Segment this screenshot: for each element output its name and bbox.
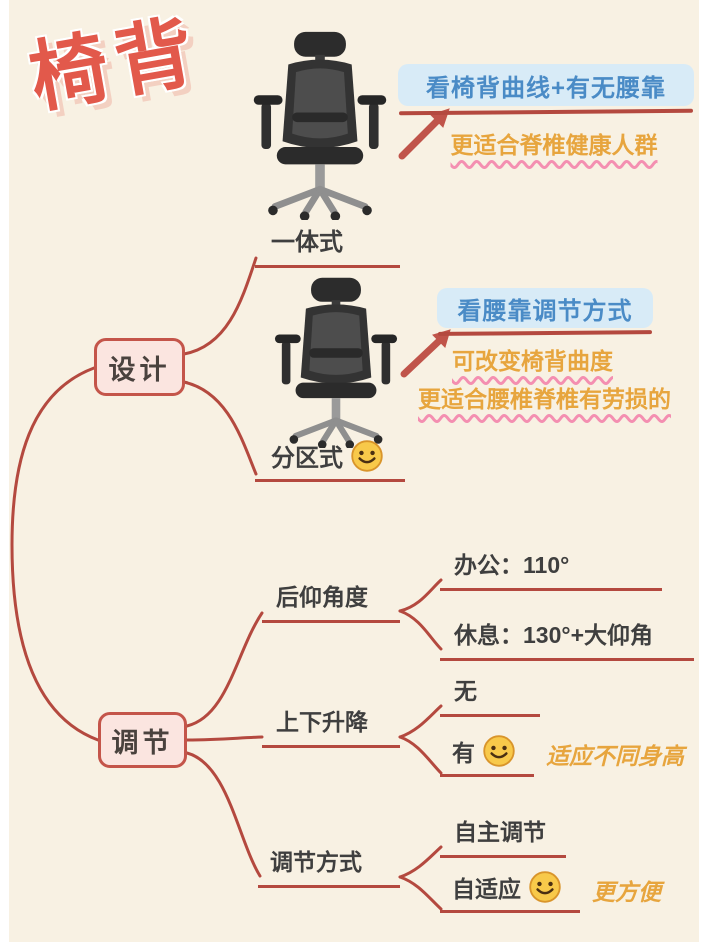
branch-integrated: 一体式 (255, 222, 400, 268)
smiley-face-icon (483, 735, 515, 767)
leaf-method-adaptive-label: 自适应 (452, 876, 521, 902)
leaf-recline-office: 办公：110° (440, 546, 662, 591)
branch-lift: 上下升降 (262, 703, 400, 748)
leaf-lift-annotation: 适应不同身高 (546, 743, 684, 769)
node-design: 设计 (94, 338, 185, 396)
leaf-lift-yes: 有 适应不同身高 (440, 734, 684, 777)
callout-zoned-note1: 可改变椅背曲度 (452, 348, 613, 374)
leaf-recline-office-label: 办公：110° (454, 552, 570, 578)
branch-method: 调节方式 (258, 843, 400, 888)
page-edge-left (0, 0, 9, 942)
smiley-face-icon (351, 439, 383, 472)
office-chair-image (253, 31, 387, 220)
callout-integrated-note: 更适合脊椎健康人群 (450, 132, 658, 158)
page-edge-right (699, 0, 708, 942)
branch-recline: 后仰角度 (262, 578, 400, 623)
branch-zoned-label: 分区式 (271, 445, 343, 472)
leaf-lift-none-label: 无 (454, 678, 477, 704)
node-adjust: 调节 (98, 712, 187, 768)
leaf-lift-yes-label: 有 (452, 740, 475, 766)
office-chair-image (274, 277, 398, 448)
smiley-face-icon (529, 871, 561, 903)
callout-integrated-heading: 看椅背曲线+有无腰靠 (398, 64, 694, 106)
branch-lift-label: 上下升降 (276, 709, 368, 735)
leaf-method-manual: 自主调节 (440, 813, 566, 858)
leaf-recline-rest-label: 休息：130°+大仰角 (454, 622, 654, 648)
branch-recline-label: 后仰角度 (276, 584, 368, 610)
leaf-method-manual-label: 自主调节 (454, 819, 546, 845)
leaf-method-adaptive: 自适应 更方便 (440, 870, 661, 913)
leaf-lift-none: 无 (440, 672, 540, 717)
mindmap-branches (10, 256, 443, 911)
branch-method-label: 调节方式 (270, 849, 362, 875)
branch-zoned: 分区式 (255, 438, 405, 482)
leaf-method-annotation: 更方便 (592, 879, 661, 905)
callout-zoned-note2: 更适合腰椎脊椎有劳损的 (418, 386, 671, 412)
leaf-recline-rest: 休息：130°+大仰角 (440, 616, 694, 661)
branch-integrated-label: 一体式 (271, 229, 343, 256)
callout-zoned-heading: 看腰靠调节方式 (437, 288, 653, 328)
